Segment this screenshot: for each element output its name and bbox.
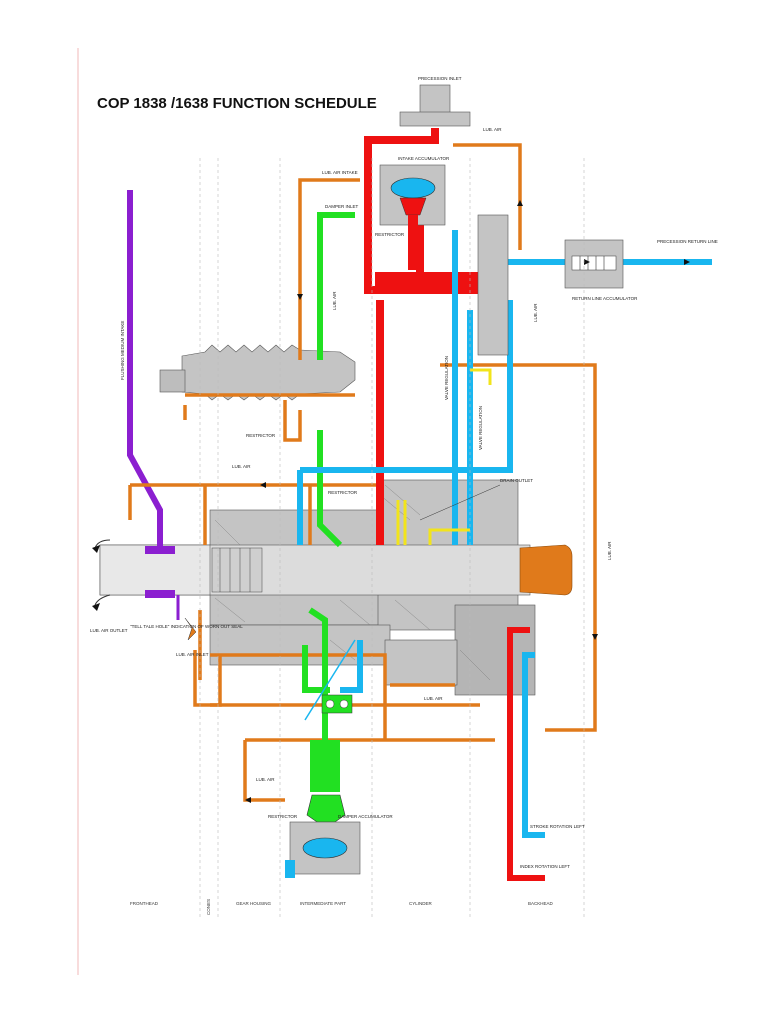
purple-flushing-circuit — [127, 190, 163, 548]
section-cylinder: CYLINDER — [409, 901, 433, 906]
label-stroke-rotation-left: STROKE ROTATION LEFT — [530, 824, 585, 829]
drill-body — [99, 344, 536, 696]
label-restrictor-top: RESTRICTOR — [375, 232, 405, 237]
cyan-return-circuit — [297, 230, 712, 693]
label-restrictor-mid: RESTRICTOR — [328, 490, 358, 495]
label-return-line-accumulator: RETURN LINE ACCUMULATOR — [572, 296, 638, 301]
section-intermediate-part: INTERMEDIATE PART — [300, 901, 346, 906]
green-valve — [321, 694, 353, 714]
label-intake-accumulator: INTAKE ACCUMULATOR — [398, 156, 450, 161]
lower-left-body — [384, 639, 458, 686]
label-valve-regulation-1: VALVE REGULATION — [444, 356, 449, 400]
red-return-loop — [507, 627, 545, 881]
label-lube-air-outlet: LUB. AIR OUTLET — [90, 628, 128, 633]
label-lube-air-far-right: LUB. AIR — [607, 541, 612, 560]
label-index-rotation-left: INDEX ROTATION LEFT — [520, 864, 570, 869]
cyan-stroke-loop — [522, 652, 545, 838]
red-piston-block — [375, 272, 500, 292]
label-lube-air-bottom: LUB. AIR — [256, 777, 275, 782]
lower-gear-block — [454, 604, 536, 696]
purple-seal-bottom — [145, 590, 175, 598]
damper-accumulator — [285, 821, 361, 878]
drain-outlet-pointer — [419, 484, 501, 521]
precession-inlet-fitting — [399, 84, 471, 127]
flow-direction-arrows — [245, 200, 690, 803]
label-lube-air-mid: LUB. AIR — [332, 291, 337, 310]
cyan-thin-line — [304, 639, 356, 721]
label-lube-air-top: LUB. AIR — [483, 127, 502, 132]
label-precession-return-line: PRECESSION RETURN LINE — [657, 239, 718, 244]
chuck-gear — [211, 547, 263, 593]
upper-splined-shaft — [181, 344, 356, 401]
label-lube-air-inlet: LUB. AIR INLET — [176, 652, 209, 657]
label-precession-inlet: PRECESSION INLET — [418, 76, 462, 81]
label-lube-air-center: LUB. AIR — [232, 464, 251, 469]
purple-seal-top — [145, 546, 175, 554]
green-damper-block — [310, 740, 340, 792]
upper-shaft-cap — [159, 369, 186, 393]
label-damper-inlet: DAMPER INLET — [325, 204, 359, 209]
section-gear-housing: GEAR HOUSING — [236, 901, 272, 906]
yellow-drain-circuit — [396, 368, 492, 545]
return-line-accumulator — [564, 239, 624, 289]
valve-regulation-block — [477, 214, 509, 356]
section-fronthead: FRONTHEAD — [130, 901, 159, 906]
label-tell-tale-hole: "TELL TALE HOLE" INDICATION OF WORN OUT … — [130, 624, 243, 629]
section-dividers — [199, 158, 585, 920]
intake-accumulator — [379, 164, 446, 270]
label-drain-outlet: DRAIN OUTLET — [500, 478, 533, 483]
label-lube-air-right: LUB. AIR — [533, 303, 538, 322]
label-damper-accumulator: DAMPER ACCUMULATOR — [338, 814, 393, 819]
section-cones: CONES — [206, 899, 211, 915]
label-restrictor-bottom: RESTRICTOR — [268, 814, 298, 819]
label-restrictor-left: RESTRICTOR — [246, 433, 276, 438]
outlet-arrow-head-top — [92, 545, 100, 553]
orange-lube-air-circuit — [128, 143, 597, 802]
label-flushing-medium-intake: FLUSHING MEDIUM INTAKE — [120, 321, 125, 380]
inlet-arrow-head — [184, 617, 197, 641]
label-lube-air-lower: LUB. AIR — [424, 696, 443, 701]
label-lube-air-intake: LUB. AIR INTAKE — [322, 170, 358, 175]
label-valve-regulation-2: VALVE REGULATION — [478, 406, 483, 450]
page-title: COP 1838 /1638 FUNCTION SCHEDULE — [97, 95, 377, 112]
piston-end — [519, 544, 573, 596]
section-backhead: BACKHEAD — [528, 901, 554, 906]
outlet-arrow-head-bottom — [92, 603, 100, 611]
